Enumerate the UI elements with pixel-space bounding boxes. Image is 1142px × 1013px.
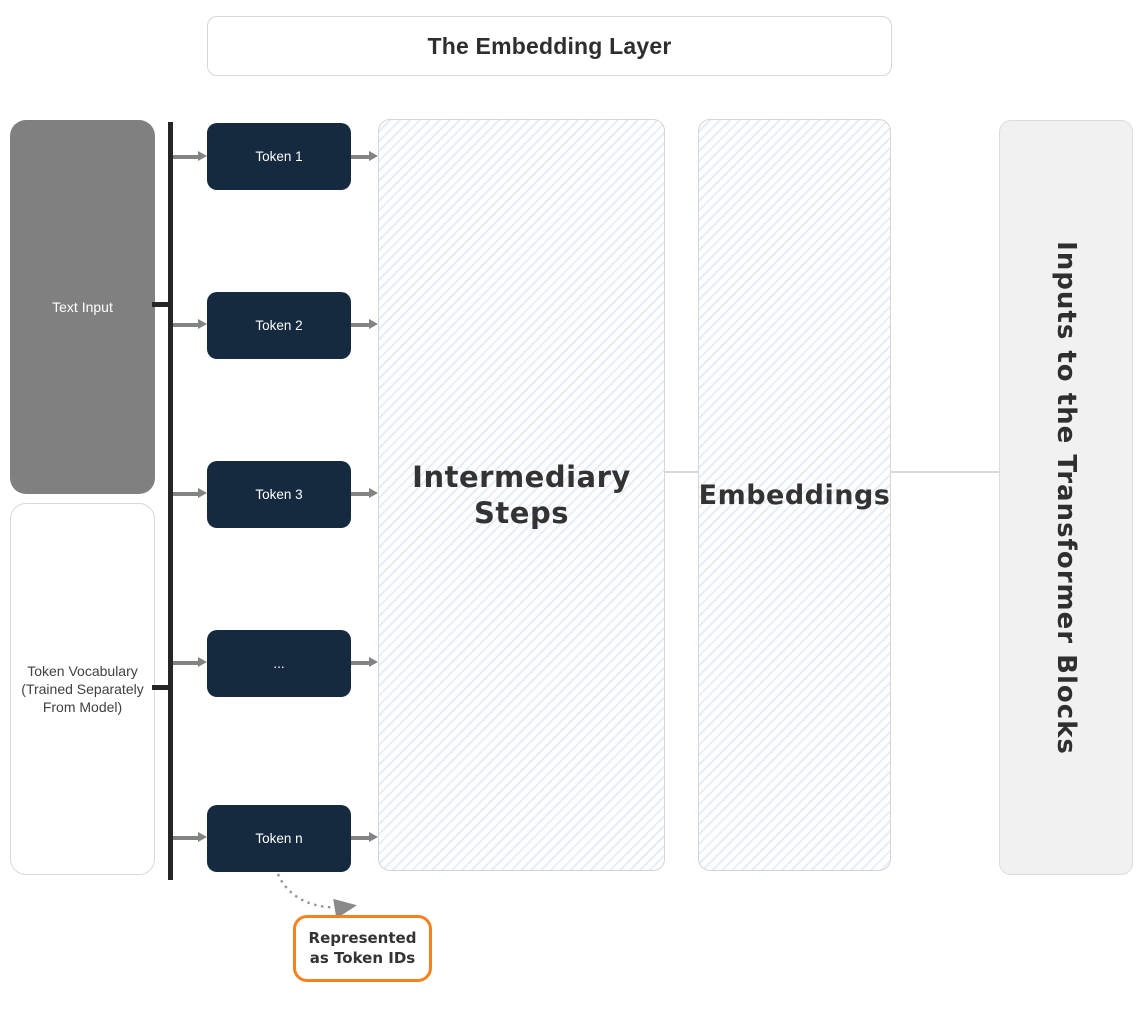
- token-ids-label: Represented as Token IDs: [308, 929, 417, 967]
- intermediary-steps-panel: Intermediary Steps: [378, 119, 665, 871]
- connector-embeddings-transformer: [891, 471, 999, 473]
- arrow-in-token-1: [173, 151, 207, 161]
- arrow-out-token-1: [351, 151, 378, 161]
- arrow-in-token-n: [173, 832, 207, 842]
- embeddings-label: Embeddings: [698, 479, 891, 511]
- token-box-ellipsis: ...: [207, 630, 351, 697]
- token-label: Token 3: [255, 487, 303, 502]
- text-input-connector: [152, 302, 170, 307]
- intermediary-steps-label: Intermediary Steps: [412, 459, 631, 530]
- page-title: The Embedding Layer: [427, 32, 672, 59]
- token-label: Token 1: [255, 149, 303, 164]
- arrow-in-token-2: [173, 319, 207, 329]
- token-ids-box: Represented as Token IDs: [293, 915, 432, 982]
- arrow-in-token-ellipsis: [173, 657, 207, 667]
- token-box-2: Token 2: [207, 292, 351, 359]
- arrow-out-token-2: [351, 319, 378, 329]
- token-label: ...: [273, 656, 285, 671]
- token-vocabulary-box: Token Vocabulary (Trained Separately Fro…: [10, 503, 155, 875]
- title-box: The Embedding Layer: [207, 16, 892, 76]
- token-box-n: Token n: [207, 805, 351, 872]
- token-label: Token n: [255, 831, 303, 846]
- dotted-annotation-arrow-icon: [276, 873, 357, 919]
- connector-intermediary-embeddings: [665, 471, 698, 473]
- arrow-out-token-3: [351, 488, 378, 498]
- arrow-out-token-ellipsis: [351, 657, 378, 667]
- token-vocabulary-connector: [152, 685, 170, 690]
- token-box-1: Token 1: [207, 123, 351, 190]
- token-label: Token 2: [255, 318, 303, 333]
- transformer-inputs-label: Inputs to the Transformer Blocks: [1051, 240, 1081, 755]
- text-input-label: Text Input: [52, 299, 113, 315]
- arrow-out-token-n: [351, 832, 378, 842]
- transformer-inputs-panel: Inputs to the Transformer Blocks: [999, 120, 1133, 875]
- token-box-3: Token 3: [207, 461, 351, 528]
- tokenizer-bar: [168, 122, 173, 880]
- token-vocabulary-label: Token Vocabulary (Trained Separately Fro…: [21, 662, 144, 716]
- arrow-in-token-3: [173, 488, 207, 498]
- embeddings-panel: Embeddings: [698, 119, 891, 871]
- text-input-box: Text Input: [10, 120, 155, 494]
